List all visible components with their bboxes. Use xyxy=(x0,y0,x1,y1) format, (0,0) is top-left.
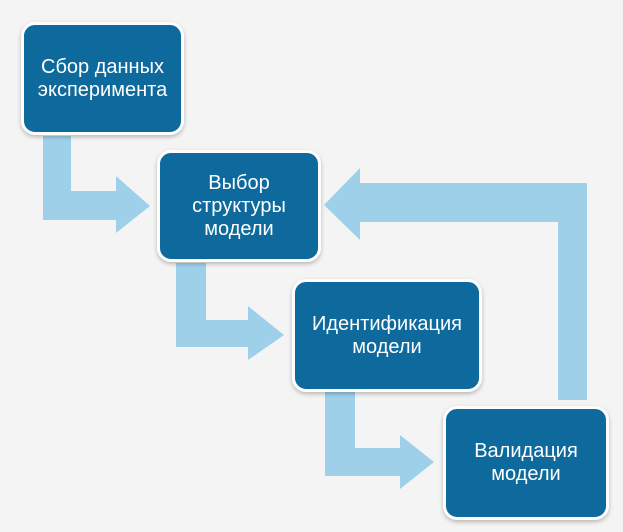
step-structure-selection: Выбор структуры модели xyxy=(157,150,321,262)
arrow-structure-to-identification xyxy=(176,263,284,360)
step-data-collection: Сбор данных эксперимента xyxy=(21,22,184,135)
step-structure-selection-label: Выбор структуры модели xyxy=(192,171,286,240)
arrow-collect-to-structure xyxy=(43,136,150,233)
step-identification: Идентификация модели xyxy=(292,279,482,392)
step-validation-label: Валидация модели xyxy=(474,440,578,485)
arrow-identification-to-validation xyxy=(325,392,434,489)
step-data-collection-label: Сбор данных эксперимента xyxy=(37,55,168,101)
step-validation: Валидация модели xyxy=(443,406,609,520)
step-identification-label: Идентификация модели xyxy=(312,312,462,358)
arrow-validation-feedback-to-structure xyxy=(324,168,587,400)
